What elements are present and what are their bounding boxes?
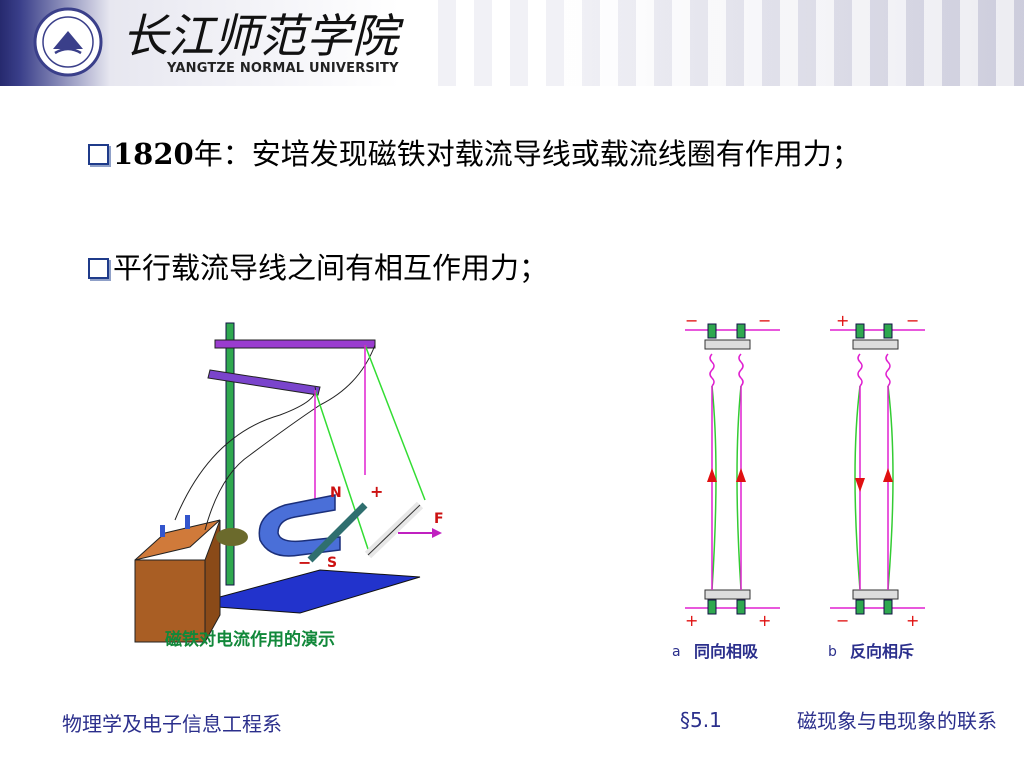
bullet-text: 平行载流导线之间有相互作用力； (113, 251, 549, 285)
header-stripes (420, 0, 1024, 86)
figure-left-caption: 磁铁对电流作用的演示 (165, 629, 335, 650)
svg-text:−: − (685, 311, 698, 330)
checkbox-bullet-icon (88, 144, 109, 165)
footer-section: §5.1 (680, 708, 722, 732)
bullet-parallel-wires: 平行载流导线之间有相互作用力； (88, 246, 918, 290)
plus-label: + (370, 482, 383, 501)
university-name-logo: 长江师范学院 (122, 9, 404, 63)
footer-title: 磁现象与电现象的联系 (797, 709, 997, 733)
magnet-north-label: N (330, 485, 342, 501)
svg-text:+: + (685, 611, 698, 630)
university-name-en: YANGTZE NORMAL UNIVERSITY (167, 61, 399, 76)
bullet-ampere: 1820年：安培发现磁铁对载流导线或载流线圈有作用力； (88, 132, 918, 176)
svg-text:+: + (906, 611, 919, 630)
force-label: F (434, 511, 444, 527)
svg-text:+: + (758, 611, 771, 630)
panel-b-caption: 反向相斥 (850, 642, 914, 661)
magnet-south-label: S (327, 555, 337, 571)
minus-label: − (298, 553, 311, 572)
bullet-year: 1820 (113, 137, 194, 171)
svg-text:−: − (758, 311, 771, 330)
svg-text:−: − (836, 611, 849, 630)
panel-b-letter: b (828, 644, 837, 660)
checkbox-bullet-icon (88, 258, 109, 279)
footer-department: 物理学及电子信息工程系 (62, 712, 282, 736)
panel-a-caption: 同向相吸 (694, 642, 759, 661)
panel-b: + − − + b 反向相斥 (828, 311, 925, 661)
parallel-wires-figure: − − + + a 同向相吸 + − − + b 反向相斥 (650, 296, 950, 668)
header-banner: 长江师范学院 YANGTZE NORMAL UNIVERSITY (0, 0, 1024, 86)
panel-a-letter: a (672, 644, 681, 660)
university-seal-icon (33, 7, 103, 77)
bullet-text: 年：安培发现磁铁对载流导线或载流线圈有作用力； (193, 137, 861, 171)
svg-text:+: + (836, 311, 849, 330)
svg-text:长江师范学院: 长江师范学院 (122, 9, 404, 63)
svg-text:−: − (906, 311, 919, 330)
magnet-current-demo-figure: N S + − F 磁铁对电流作用的演示 (120, 315, 470, 670)
panel-a: − − + + a 同向相吸 (672, 311, 780, 661)
